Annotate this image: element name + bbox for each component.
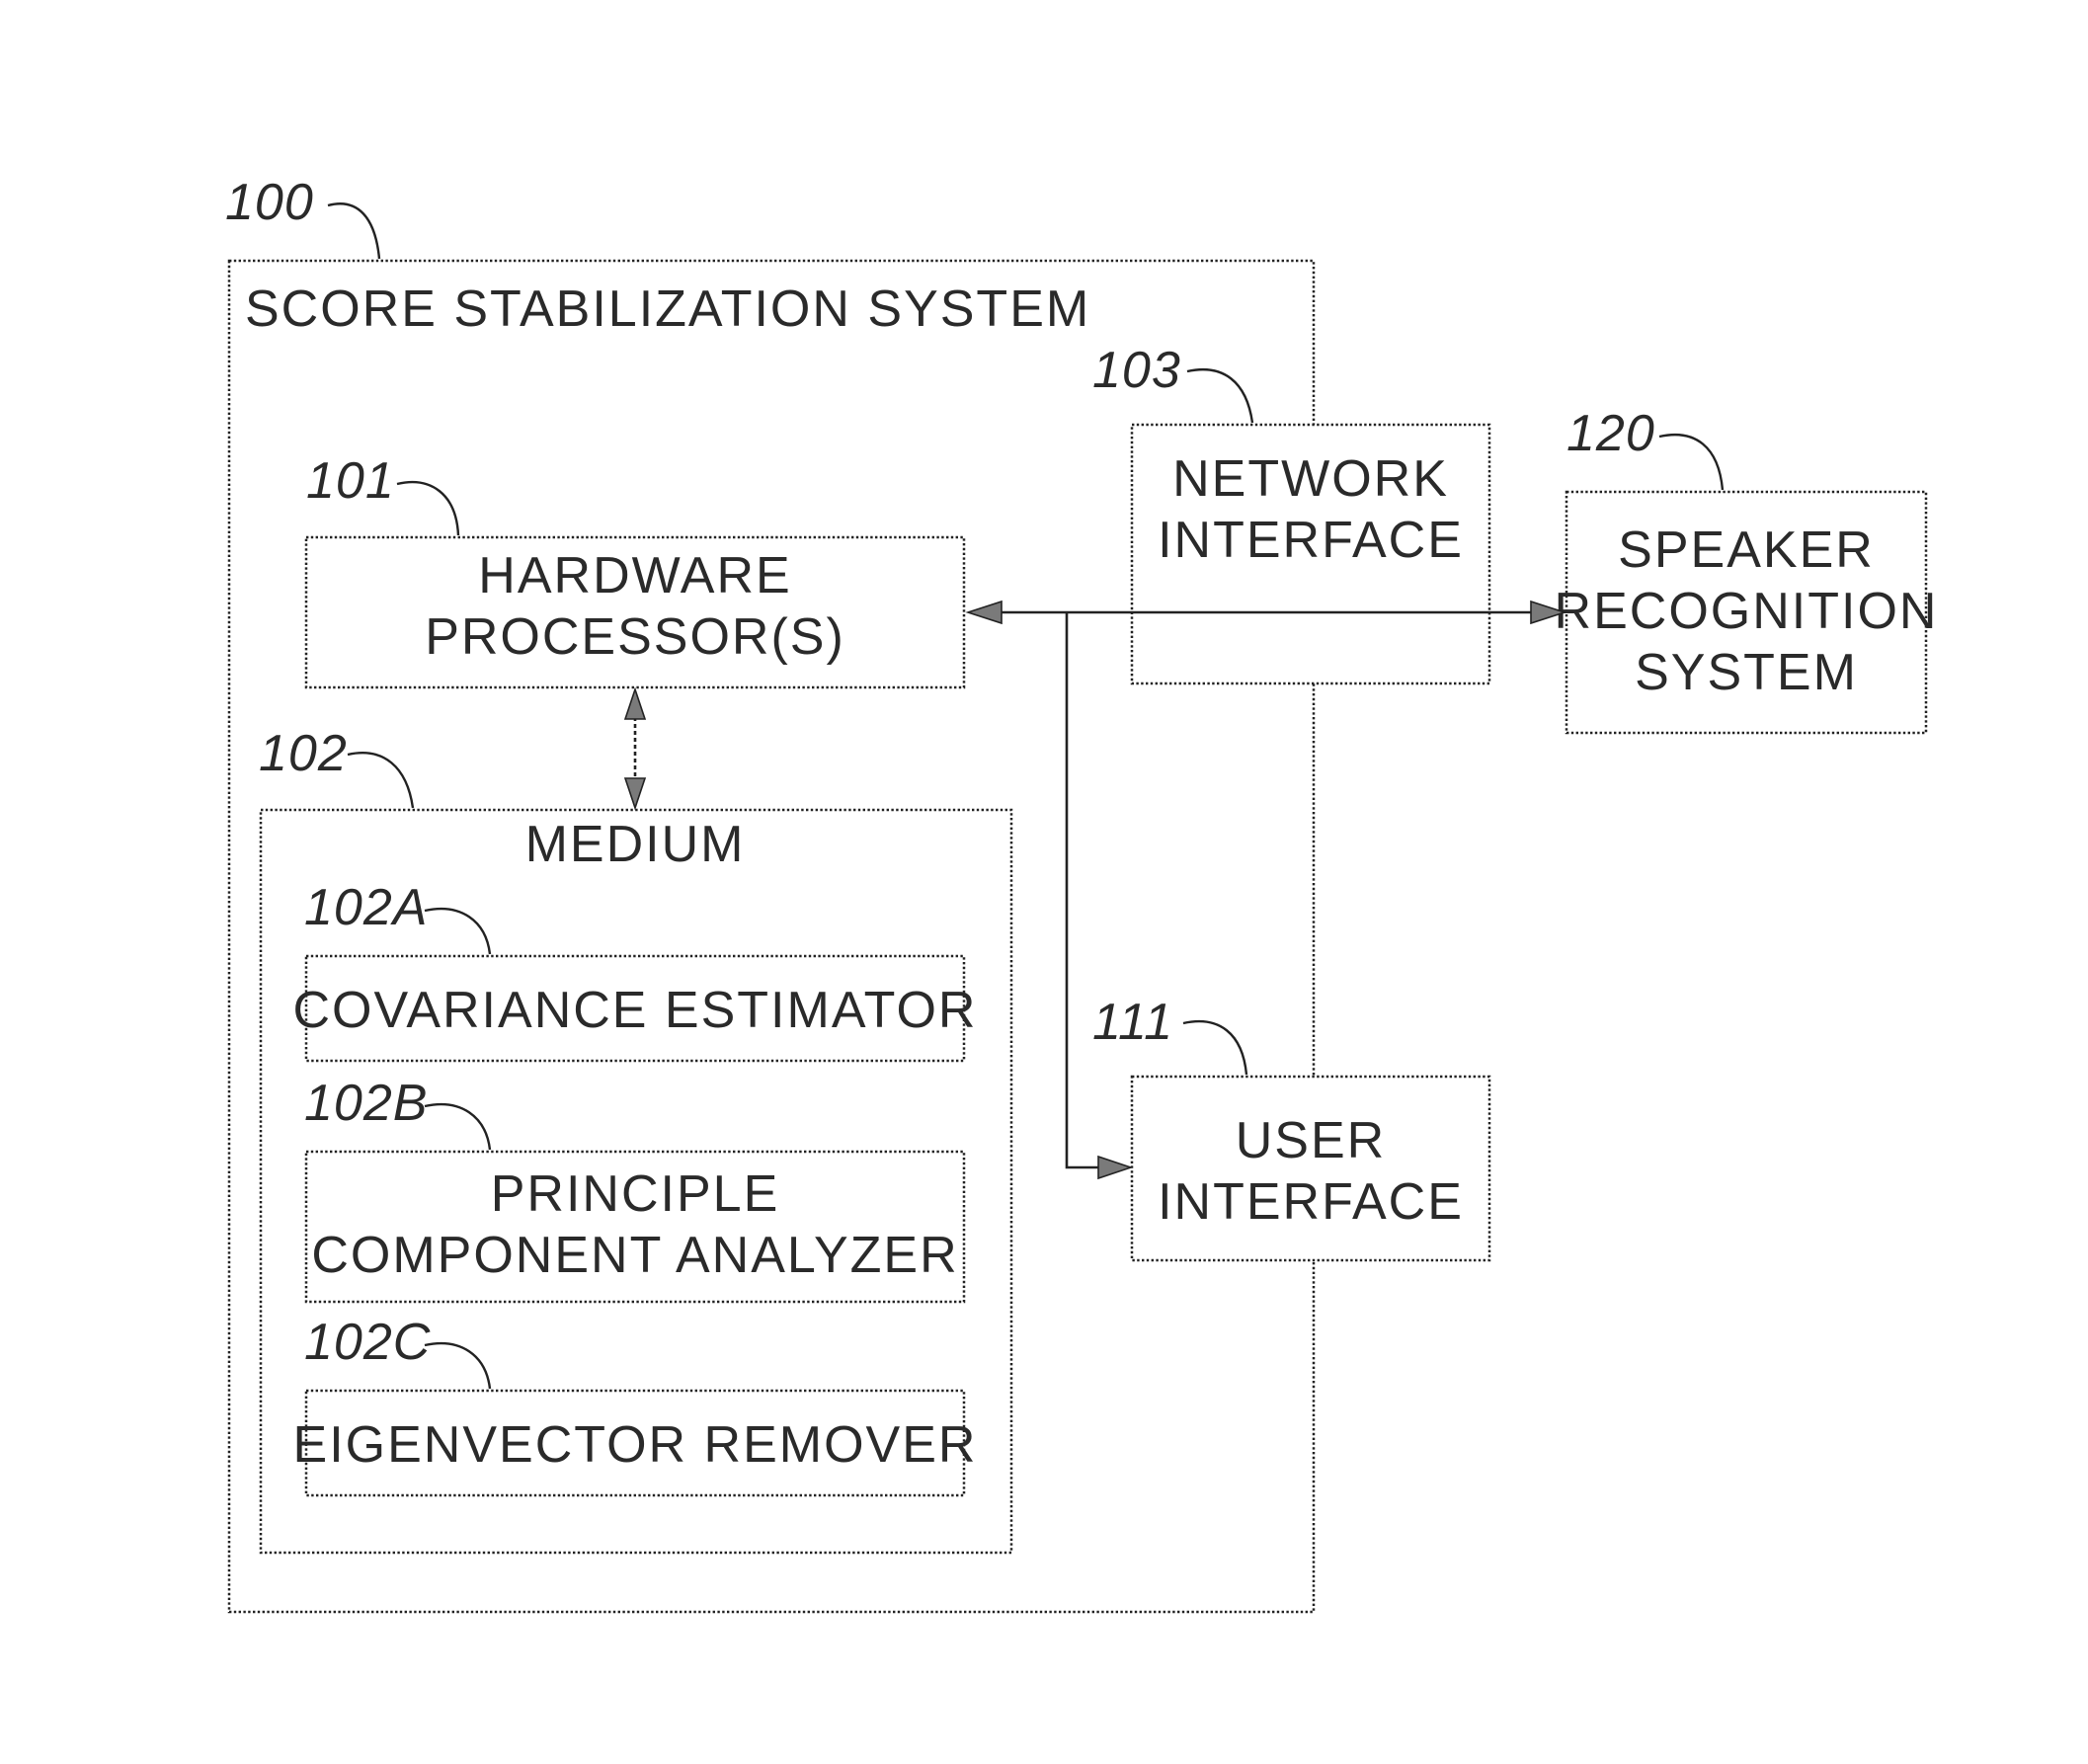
system-title: SCORE STABILIZATION SYSTEM — [245, 281, 1090, 338]
medium-leader-line — [348, 753, 413, 808]
network-ref-number: 103 — [1092, 342, 1181, 399]
speaker-leader-line — [1659, 435, 1723, 490]
covariance-estimator-label: COVARIANCE ESTIMATOR — [293, 982, 978, 1039]
processor-up-arrowhead — [625, 689, 645, 719]
system-ref-number: 100 — [225, 174, 314, 231]
medium-ref-number: 102 — [259, 725, 348, 782]
network-interface-label-line2: INTERFACE — [1158, 512, 1464, 569]
user-interface-label-line2: INTERFACE — [1158, 1173, 1464, 1231]
user-interface-arrowhead — [1098, 1157, 1131, 1178]
pca-label-line2: COMPONENT ANALYZER — [311, 1227, 958, 1284]
covariance-ref-number: 102A — [304, 879, 428, 936]
user-interface-label-line1: USER — [1236, 1112, 1386, 1169]
pca-leader-line — [425, 1104, 490, 1150]
processor-leader-line — [397, 482, 458, 535]
speaker-ref-number: 120 — [1566, 405, 1655, 462]
user-ref-number: 111 — [1092, 994, 1173, 1051]
speaker-recognition-label-line1: SPEAKER — [1618, 521, 1875, 579]
speaker-recognition-label-line2: RECOGNITION — [1555, 583, 1939, 640]
pca-label-line1: PRINCIPLE — [491, 1165, 780, 1223]
medium-down-arrowhead — [625, 778, 645, 808]
bus-to-user-interface-branch — [1067, 612, 1102, 1167]
processor-left-arrowhead — [968, 601, 1002, 623]
hardware-processor-label-line1: HARDWARE — [478, 547, 791, 604]
network-interface-label-line1: NETWORK — [1172, 450, 1449, 508]
system-leader-line — [328, 203, 379, 259]
eigenvector-remover-label: EIGENVECTOR REMOVER — [293, 1416, 978, 1474]
hardware-processor-label-line2: PROCESSOR(S) — [425, 608, 845, 666]
user-leader-line — [1183, 1021, 1246, 1075]
medium-title: MEDIUM — [525, 816, 746, 873]
pca-ref-number: 102B — [304, 1075, 428, 1132]
processor-ref-number: 101 — [306, 452, 395, 510]
speaker-recognition-label-line3: SYSTEM — [1635, 644, 1858, 701]
network-leader-line — [1187, 369, 1252, 423]
eigen-ref-number: 102C — [304, 1314, 431, 1371]
covariance-leader-line — [425, 909, 490, 954]
eigen-leader-line — [425, 1343, 490, 1389]
